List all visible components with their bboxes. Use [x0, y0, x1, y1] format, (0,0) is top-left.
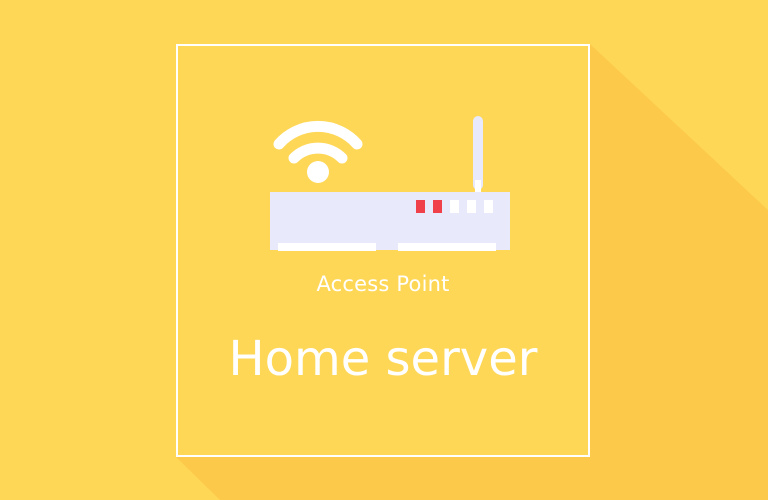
status-leds — [416, 200, 493, 213]
framed-card — [176, 44, 590, 457]
router-illustration — [270, 116, 510, 251]
wifi-icon — [273, 120, 363, 183]
antenna-icon — [473, 116, 483, 194]
access-point-caption: Access Point — [316, 272, 450, 296]
page-title: Home server — [228, 331, 538, 387]
